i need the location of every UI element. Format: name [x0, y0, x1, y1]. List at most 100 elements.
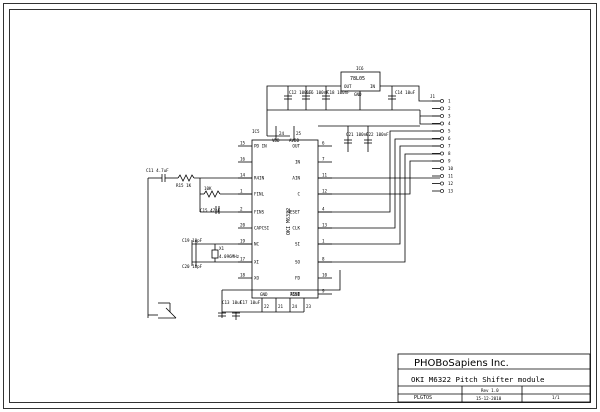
ic5-right-pin-name: IN — [295, 160, 301, 165]
sheet-number: 1/1 — [552, 395, 560, 400]
date: 15-12-2010 — [476, 396, 502, 401]
connector-pin-num: 9 — [448, 159, 451, 164]
x1-value: 4.096MHz — [219, 254, 240, 259]
schematic-title: OKI M6322 Pitch Shifter module — [411, 375, 545, 384]
ic5-top-label-avdd: AVDD — [289, 138, 300, 143]
ic5-left-pin-name: XO — [254, 276, 260, 281]
ic5-bottom-pin-24: 24 — [292, 304, 298, 309]
c22-label: C22 100nF — [366, 132, 389, 137]
ic5-right-pin-name: OUT — [292, 144, 300, 149]
c20-label: C20 18pF — [182, 264, 203, 269]
connector-pin-dot — [440, 151, 444, 156]
ic5-left-pin-num: 19 — [240, 239, 246, 244]
sheet-border — [3, 3, 597, 409]
ic5-right-pins: 6OUT7IN11AIN12C4RESET13CLK1SI8SO10FD9TES… — [287, 141, 332, 297]
ic5-left-pin-name: FINS — [254, 210, 265, 215]
ic5-bottom-pin-21: 21 — [278, 304, 284, 309]
connector-pin-num: 3 — [448, 114, 451, 119]
c18-label: C18 100nF — [327, 90, 350, 95]
connector-pin-dot — [440, 174, 444, 178]
ic5-right-pin-num: 4 — [322, 207, 325, 212]
ic5-right-pin-num: 9 — [322, 289, 325, 294]
connector-ref: J1 — [430, 94, 436, 99]
ic5-left-pin-num: 20 — [240, 223, 246, 228]
connector-pin-dot — [440, 166, 444, 171]
ic5-right-pin-num: 12 — [322, 189, 328, 194]
connector-pin-num: 7 — [448, 144, 451, 149]
connector-pin-num: 2 — [448, 106, 451, 111]
ic5-right-pin-num: 6 — [322, 141, 325, 146]
ic5-left-pin-num: 2 — [240, 207, 243, 212]
ic5-right-pin-num: 13 — [322, 223, 328, 228]
input-network — [147, 174, 252, 318]
ic5-left-pin-name: PD IN — [254, 144, 267, 149]
connector-pin-num: 10 — [448, 166, 454, 171]
connector-pin-num: 1 — [448, 99, 451, 104]
c16-label: C16 100nF — [306, 90, 329, 95]
ic5-right-pin-num: 7 — [322, 157, 325, 162]
connector-routes — [318, 116, 440, 263]
connector-pin-num: 11 — [448, 174, 454, 179]
ic5-left-pin-name: XI — [254, 260, 260, 265]
ic5-right-pin-num: 1 — [322, 239, 325, 244]
ic6-in-label: IN — [370, 84, 376, 89]
ic5-top-label-vdd: VDD — [272, 138, 280, 143]
ic5-body — [251, 139, 319, 299]
ic5-right-pin-name: FD — [295, 276, 301, 281]
supply-rails — [266, 85, 440, 137]
ic5-top-pins — [275, 126, 295, 140]
x1-label: X1 — [219, 246, 225, 251]
ic5-right-pin-num: 8 — [322, 257, 325, 262]
connector-pin-num: 12 — [448, 181, 454, 186]
crystal-network — [191, 240, 252, 266]
ic5-bottom-pin-22: 22 — [264, 304, 270, 309]
ic6-gnd-label: GND — [354, 92, 362, 97]
ic5-left-pin-num: 16 — [240, 157, 246, 162]
connector-pin-dot — [440, 129, 444, 133]
connector-pin-dot — [440, 121, 444, 126]
ic5-left-pin-name: NC — [254, 242, 260, 247]
connector-pin-dot — [440, 106, 444, 111]
top-capacitors — [284, 95, 396, 100]
connector-pin-num: 4 — [448, 121, 451, 126]
company-name: PHOBoSapiens Inc. — [414, 358, 509, 369]
ic5-bottom-label-gnd: GND — [260, 292, 268, 297]
connector-pin-dot — [440, 181, 444, 186]
c21-label: C21 100nF — [346, 132, 369, 137]
ic5-left-pin-name: R4IN — [254, 176, 265, 181]
ic5-left-pin-num: 14 — [240, 173, 246, 178]
connector-pin-dot — [440, 189, 444, 193]
connector-j1: J1 — [430, 94, 436, 99]
ic5-left-pin-name: FINL — [254, 192, 265, 197]
ic6-body — [340, 71, 381, 92]
ic5-top-pin-24: 24 — [279, 131, 285, 136]
ic5-right-pin-name: SO — [295, 260, 301, 265]
ic5-left-pin-num: 1 — [240, 189, 243, 194]
c14-label: C14 10uF — [395, 90, 416, 95]
connector-pin-num: 5 — [448, 129, 451, 134]
r15-label: R15 1K — [176, 183, 192, 188]
ic5-bottom-label-agnd: AGND — [290, 292, 301, 297]
connector-pin-num: 13 — [448, 189, 454, 194]
bottom-capacitors — [218, 270, 341, 320]
ic5-left-pin-num: 15 — [240, 141, 246, 146]
ic5-right-pin-num: 11 — [322, 173, 328, 178]
revision: Rev 1.0 — [481, 388, 499, 393]
c12-label: C12 100nF — [289, 90, 312, 95]
sheet-inner-border — [9, 9, 591, 403]
ic5-right-pin-num: 10 — [322, 273, 328, 278]
ic5-left-pin-num: 18 — [240, 273, 246, 278]
c21-c22 — [318, 125, 420, 152]
connector-pin-dot — [440, 114, 444, 118]
c11-label: C11 4.7uF — [146, 168, 169, 173]
connector-pin-dot — [440, 136, 444, 141]
ic5-ref: IC5 — [252, 129, 260, 134]
c19-label: C19 18pF — [182, 238, 203, 243]
ic5-right-pin-name: AIN — [292, 176, 300, 181]
ic5-right-pin-name: CLK — [292, 226, 300, 231]
title-block — [397, 353, 591, 403]
ic5-right-pin-name: SI — [295, 242, 301, 247]
